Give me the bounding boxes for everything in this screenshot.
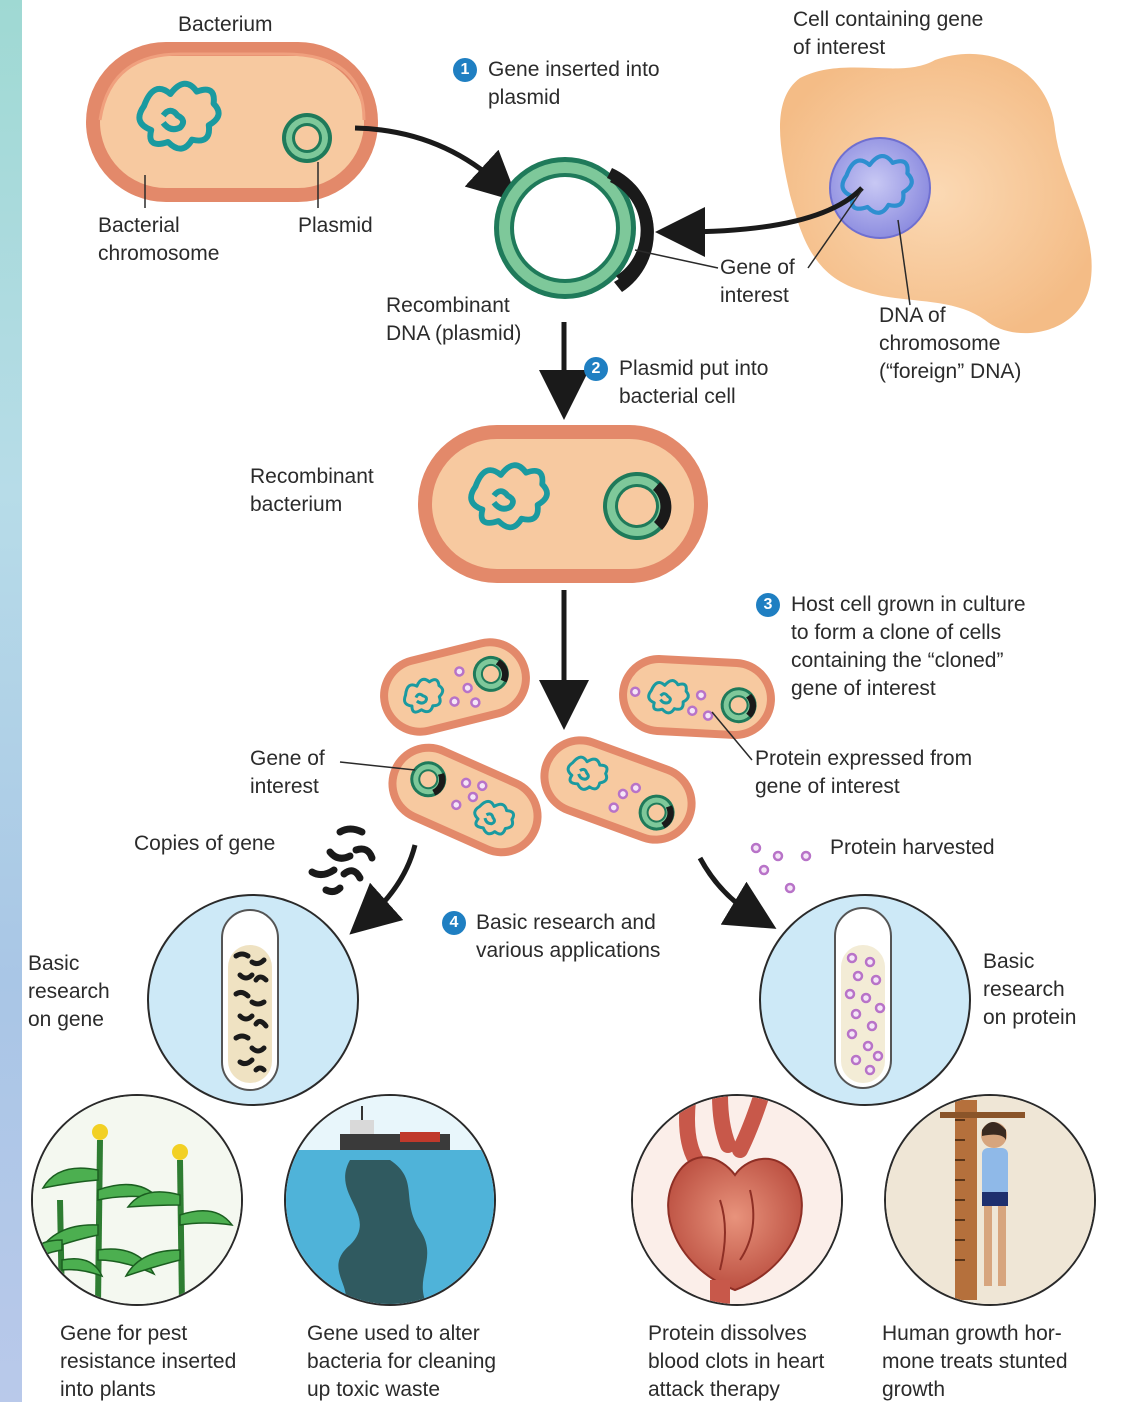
oil-spill-ship-icon (280, 1095, 500, 1310)
caption-toxic-waste: Gene used to alter bacteria for cleaning… (307, 1320, 496, 1404)
clone-cell-1 (372, 630, 539, 744)
recombinant-plasmid (494, 157, 654, 299)
gene-copies (312, 829, 372, 892)
label-protein-harvested: Protein harvested (830, 834, 995, 862)
step-1-badge: 1 (453, 58, 477, 82)
step-3-text: Host cell grown in culture to form a clo… (791, 591, 1026, 703)
bacterium (86, 42, 378, 202)
label-plasmid: Plasmid (298, 212, 373, 240)
caption-blood-clots: Protein dissolves blood clots in heart a… (648, 1320, 824, 1404)
clone-cell-4 (529, 725, 707, 855)
clone-cell-3 (376, 731, 555, 869)
label-protein-expressed: Protein expressed from gene of interest (755, 745, 972, 801)
step-2-badge: 2 (584, 357, 608, 381)
label-basic-research-gene: Basic research on gene (28, 950, 110, 1034)
heart-icon (630, 1095, 845, 1320)
arrow (355, 128, 500, 185)
caption-growth-hormone: Human growth hor- mone treats stunted gr… (882, 1320, 1068, 1404)
label-copies-of-gene: Copies of gene (134, 830, 275, 858)
clone-cell-2 (617, 653, 777, 741)
arrow (368, 845, 415, 918)
recombinant-bacterium (418, 425, 708, 583)
step-4-badge: 4 (442, 911, 466, 935)
arrow (700, 858, 755, 916)
label-bacterium: Bacterium (178, 11, 273, 39)
foreign-cell (780, 54, 1092, 333)
research-gene-circle (148, 895, 358, 1105)
label-basic-research-protein: Basic research on protein (983, 948, 1076, 1032)
label-gene-of-interest-top: Gene of interest (720, 254, 795, 310)
label-recombinant-dna: Recombinant DNA (plasmid) (386, 292, 521, 348)
label-gene-of-interest-mid: Gene of interest (250, 745, 325, 801)
label-recombinant-bacterium: Recombinant bacterium (250, 463, 374, 519)
research-protein-circle (760, 895, 970, 1105)
protein-harvested-dots (752, 844, 810, 892)
corn-plants-icon (26, 1095, 245, 1305)
child-height-icon (885, 1095, 1100, 1305)
caption-pest-resistance: Gene for pest resistance inserted into p… (60, 1320, 236, 1404)
step-1-text: Gene inserted into plasmid (488, 56, 660, 112)
label-cell-containing-gene: Cell containing gene of interest (793, 6, 983, 62)
label-dna-of-chromosome: DNA of chromosome (“foreign” DNA) (879, 302, 1021, 386)
label-bacterial-chromosome: Bacterial chromosome (98, 212, 219, 268)
step-4-text: Basic research and various applications (476, 909, 660, 965)
step-3-badge: 3 (756, 593, 780, 617)
step-2-text: Plasmid put into bacterial cell (619, 355, 768, 411)
